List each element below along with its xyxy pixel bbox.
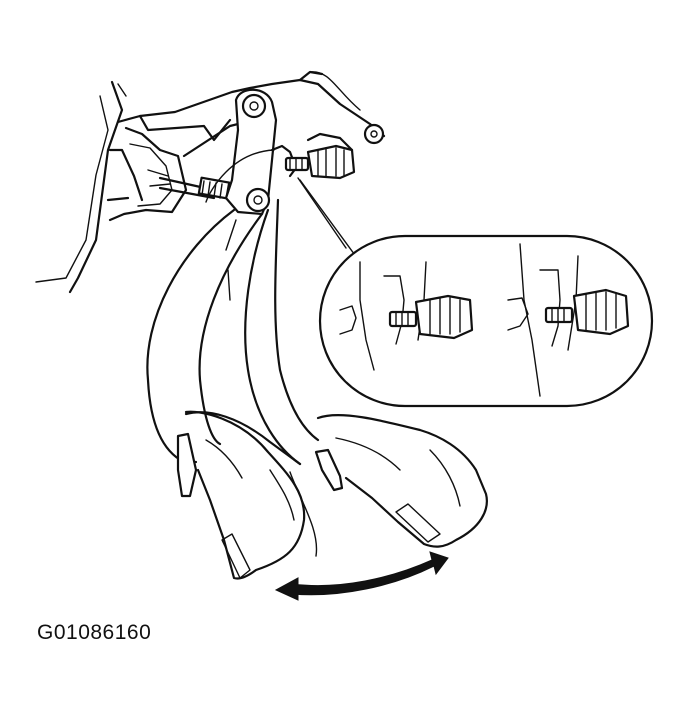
firewall-plate	[35, 80, 127, 294]
callout-leader	[205, 149, 361, 263]
figure-id-label: G01086160	[37, 621, 152, 644]
pedal-motion-arrow	[274, 551, 449, 601]
left-pedal-pad	[176, 411, 302, 498]
foot-outline-left	[184, 410, 306, 580]
brake-light-switch	[270, 132, 356, 180]
switch-detail-callout	[318, 234, 654, 408]
switch-detail-right	[507, 243, 630, 397]
pedal-mount-bracket	[106, 70, 386, 222]
switch-detail-left	[339, 261, 474, 371]
foot-outline-right	[289, 414, 488, 557]
pedal-levers	[146, 198, 320, 466]
pedal-pivot-arm	[224, 88, 278, 216]
right-pedal-pad	[314, 448, 344, 492]
